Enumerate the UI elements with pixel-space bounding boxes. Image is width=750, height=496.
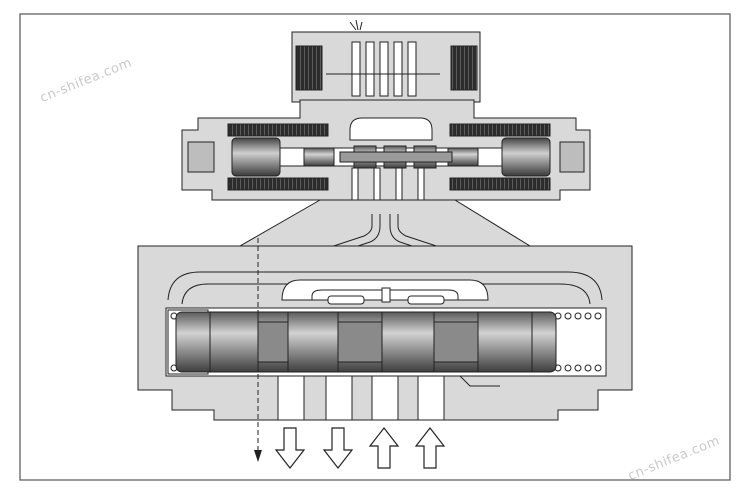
right-end-cap (559, 141, 585, 173)
port-channel-1 (277, 375, 305, 421)
left-connector-coil (295, 45, 323, 91)
port-2-arrow-down (322, 427, 354, 469)
port-3-arrow-up (368, 427, 400, 469)
connector-box (291, 19, 481, 103)
port-1-arrow-down (274, 427, 306, 469)
right-connector-coil (450, 45, 478, 91)
right-solenoid-coil-bottom (449, 177, 551, 191)
flow-arrows (274, 427, 446, 469)
main-spool (175, 311, 557, 373)
pilot-valve-body (181, 99, 591, 215)
left-solenoid-coil-bottom (227, 177, 329, 191)
port-channel-3 (371, 375, 399, 421)
left-armature (231, 137, 281, 177)
right-solenoid-coil-top (449, 123, 551, 137)
left-end-cap (187, 141, 215, 173)
port-channel-4 (417, 375, 445, 421)
left-solenoid-coil-top (227, 123, 329, 137)
drain-arrow (254, 450, 262, 462)
port-4-arrow-up (414, 427, 446, 469)
main-valve-body (137, 245, 633, 421)
right-armature (501, 137, 551, 177)
port-channel-2 (325, 375, 353, 421)
